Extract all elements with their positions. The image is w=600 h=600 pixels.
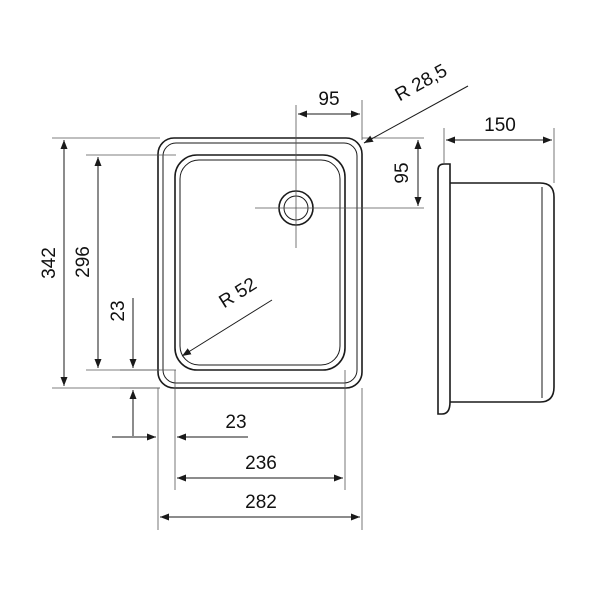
dim-outer-radius: R 28,5 (363, 60, 469, 144)
dim-bottom-offset-vertical-label: 23 (108, 300, 129, 321)
dim-inner-width-label: 236 (245, 453, 277, 474)
dim-drain-x-offset: 95 (298, 89, 363, 140)
sink-bowl-outer (174, 154, 346, 371)
side-flange (437, 163, 451, 415)
dim-inner-radius: R 52 (181, 274, 273, 357)
dim-drain-x-offset-label: 95 (318, 89, 339, 110)
dim-bottom-offset-horizontal-label: 23 (225, 412, 246, 433)
sink-bowl-inner (179, 159, 341, 366)
dim-inner-height: 296 (73, 154, 176, 371)
dim-drain-y-offset-label: 95 (392, 162, 413, 183)
dim-drain-y-offset: 95 (362, 137, 424, 206)
dim-outer-radius-label: R 28,5 (392, 60, 451, 106)
dim-bottom-offset-horizontal: 23 (112, 370, 248, 530)
sink-top-view (157, 105, 424, 389)
sink-outer-rim (157, 137, 363, 389)
dim-overall-width-label: 282 (245, 492, 277, 513)
dim-overall-height-label: 342 (39, 247, 60, 279)
dim-inner-radius-label: R 52 (216, 274, 261, 313)
dim-overall-width: 282 (160, 388, 363, 530)
dim-depth-label: 150 (484, 115, 516, 136)
dim-overall-height: 342 (39, 137, 160, 389)
dim-inner-width: 236 (177, 370, 346, 490)
sink-rim-inner-edge (162, 142, 358, 384)
dim-depth: 150 (443, 115, 555, 183)
side-bowl (450, 182, 555, 403)
dim-bottom-offset-vertical: 23 (108, 298, 160, 436)
dim-inner-height-label: 296 (73, 246, 94, 278)
sink-side-view (437, 163, 555, 415)
